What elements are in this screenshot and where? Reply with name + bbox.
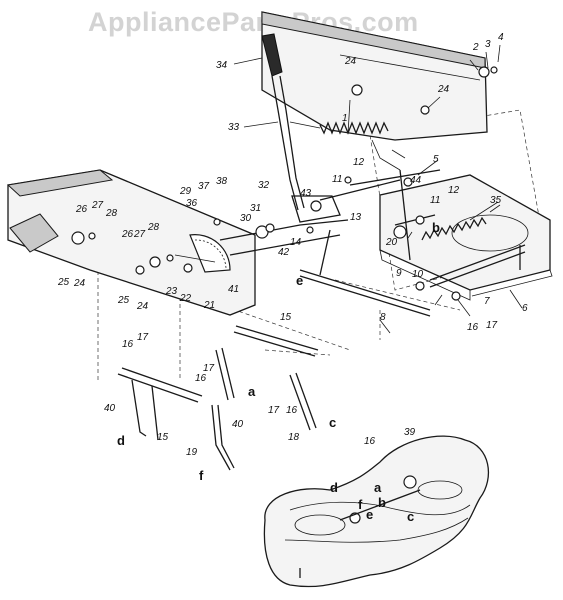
deck-letter-d: d — [330, 480, 338, 495]
callout-13: 13 — [350, 212, 362, 223]
left-panel — [6, 169, 256, 316]
callout-12a: 12 — [353, 157, 365, 168]
callout-30: 30 — [240, 213, 252, 224]
hanger-links — [117, 325, 319, 471]
callout-27a: 27 — [91, 200, 104, 211]
callout-28a: 28 — [105, 208, 118, 219]
callout-24b: 24 — [437, 84, 450, 95]
callout-23: 23 — [165, 286, 178, 297]
ref-letter-f: f — [199, 468, 204, 483]
ref-letter-d: d — [117, 433, 125, 448]
callout-16a: 16 — [122, 339, 134, 350]
callout-21: 21 — [203, 300, 215, 311]
callout-42: 42 — [278, 247, 290, 258]
callout-36: 36 — [186, 198, 198, 209]
callout-33: 33 — [228, 122, 240, 133]
lift-rods — [219, 169, 526, 317]
callout-44: 44 — [410, 175, 422, 186]
sector-gear — [174, 234, 231, 273]
callout-24c: 24 — [73, 278, 86, 289]
callout-12b: 12 — [448, 185, 460, 196]
callout-25a: 25 — [57, 277, 70, 288]
callout-3: 3 — [485, 39, 491, 50]
callout-28b: 28 — [147, 222, 160, 233]
callout-43: 43 — [300, 188, 312, 199]
callout-1: 1 — [342, 113, 348, 124]
callout-35: 35 — [490, 195, 502, 206]
callout-19: 19 — [186, 447, 198, 458]
callout-17d: 17 — [486, 320, 498, 331]
spring-1 — [289, 121, 406, 159]
callout-27b: 27 — [133, 229, 146, 240]
callout-5: 5 — [433, 154, 439, 165]
callout-25b: 25 — [117, 295, 130, 306]
callout-8: 8 — [380, 312, 386, 323]
deck-letter-f: f — [358, 497, 363, 512]
callout-39: 39 — [404, 427, 416, 438]
deck-callout-16: 16 — [364, 436, 376, 447]
callout-9: 9 — [396, 268, 402, 279]
callout-11a: 11 — [332, 174, 342, 185]
callout-17a: 17 — [137, 332, 149, 343]
mower-deck — [263, 435, 490, 588]
deck-letter-c: c — [407, 509, 414, 524]
callout-18: 18 — [288, 432, 300, 443]
callout-38: 38 — [216, 176, 228, 187]
ref-letter-a: a — [248, 384, 256, 399]
callout-6: 6 — [522, 303, 528, 314]
callout-20: 20 — [385, 237, 398, 248]
callout-29: 29 — [179, 186, 192, 197]
ref-letter-c: c — [329, 415, 336, 430]
deck-callouts: 16 — [364, 436, 376, 447]
ref-letter-b: b — [432, 220, 440, 235]
callout-17b: 17 — [203, 363, 215, 374]
callout-37: 37 — [198, 181, 210, 192]
watermark: AppliancePartsPros.com — [88, 7, 419, 37]
callout-15b: 15 — [157, 432, 169, 443]
spring-35 — [421, 204, 501, 241]
callout-17c: 17 — [268, 405, 280, 416]
lift-handle — [261, 33, 341, 223]
small-parts — [71, 66, 498, 301]
leader-lines — [233, 44, 523, 334]
deck-letters: a b c d e f — [330, 480, 414, 524]
ref-letter-e: e — [296, 273, 303, 288]
callout-32: 32 — [258, 180, 270, 191]
callout-24d: 24 — [136, 301, 149, 312]
callout-26b: 26 — [121, 229, 134, 240]
callout-labels: 1 2 3 4 5 6 7 8 9 10 11 11 12 12 13 14 1… — [57, 32, 528, 458]
callout-10: 10 — [412, 269, 424, 280]
deck-letter-b: b — [378, 495, 386, 510]
callout-4: 4 — [498, 32, 504, 43]
callout-31: 31 — [250, 203, 261, 214]
callout-24a: 24 — [344, 56, 357, 67]
callout-16c: 16 — [286, 405, 298, 416]
right-frame — [379, 174, 553, 301]
callout-22: 22 — [179, 293, 192, 304]
callout-16b: 16 — [195, 373, 207, 384]
callout-16d: 16 — [467, 322, 479, 333]
upper-panel — [261, 11, 488, 171]
deck-letter-e: e — [366, 507, 373, 522]
callout-11b: 11 — [430, 195, 440, 206]
callout-15a: 15 — [280, 312, 292, 323]
callout-14: 14 — [290, 237, 302, 248]
callout-34: 34 — [216, 60, 228, 71]
callout-40a: 40 — [104, 403, 116, 414]
callout-7: 7 — [484, 296, 490, 307]
callout-2: 2 — [472, 42, 479, 53]
callout-26a: 26 — [75, 204, 88, 215]
deck-letter-a: a — [374, 480, 382, 495]
callout-40b: 40 — [232, 419, 244, 430]
reference-letters: a b c d e f — [117, 220, 440, 483]
callout-41: 41 — [228, 284, 239, 295]
